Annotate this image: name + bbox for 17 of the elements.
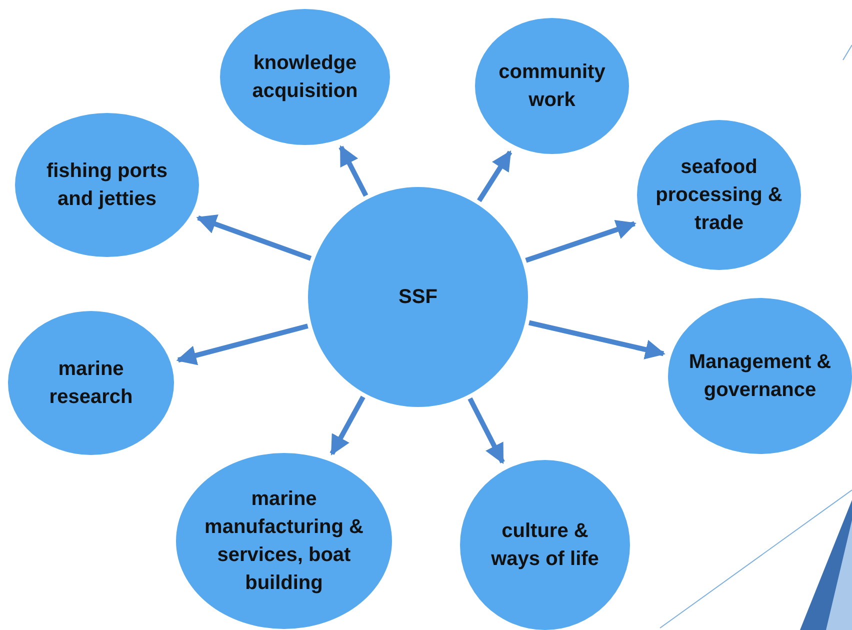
node-label: seafood processing & trade — [654, 155, 784, 236]
node-label: knowledge acquisition — [251, 51, 359, 104]
arrow — [330, 396, 366, 456]
node-label: culture & ways of life — [490, 519, 600, 572]
node-label: SSF — [398, 285, 438, 310]
node-label: marine research — [48, 357, 134, 410]
node-label: fishing ports and jetties — [45, 159, 169, 212]
arrow — [176, 324, 308, 366]
arrow — [468, 397, 505, 464]
node-label: community work — [498, 60, 606, 113]
arrow — [196, 214, 312, 261]
node-label: Management & governance — [688, 350, 832, 403]
arrow — [528, 320, 666, 360]
node-label: marine manufacturing & services, boat building — [204, 487, 364, 596]
arrow — [477, 150, 512, 202]
arrow — [525, 220, 636, 263]
arrow — [338, 145, 368, 197]
